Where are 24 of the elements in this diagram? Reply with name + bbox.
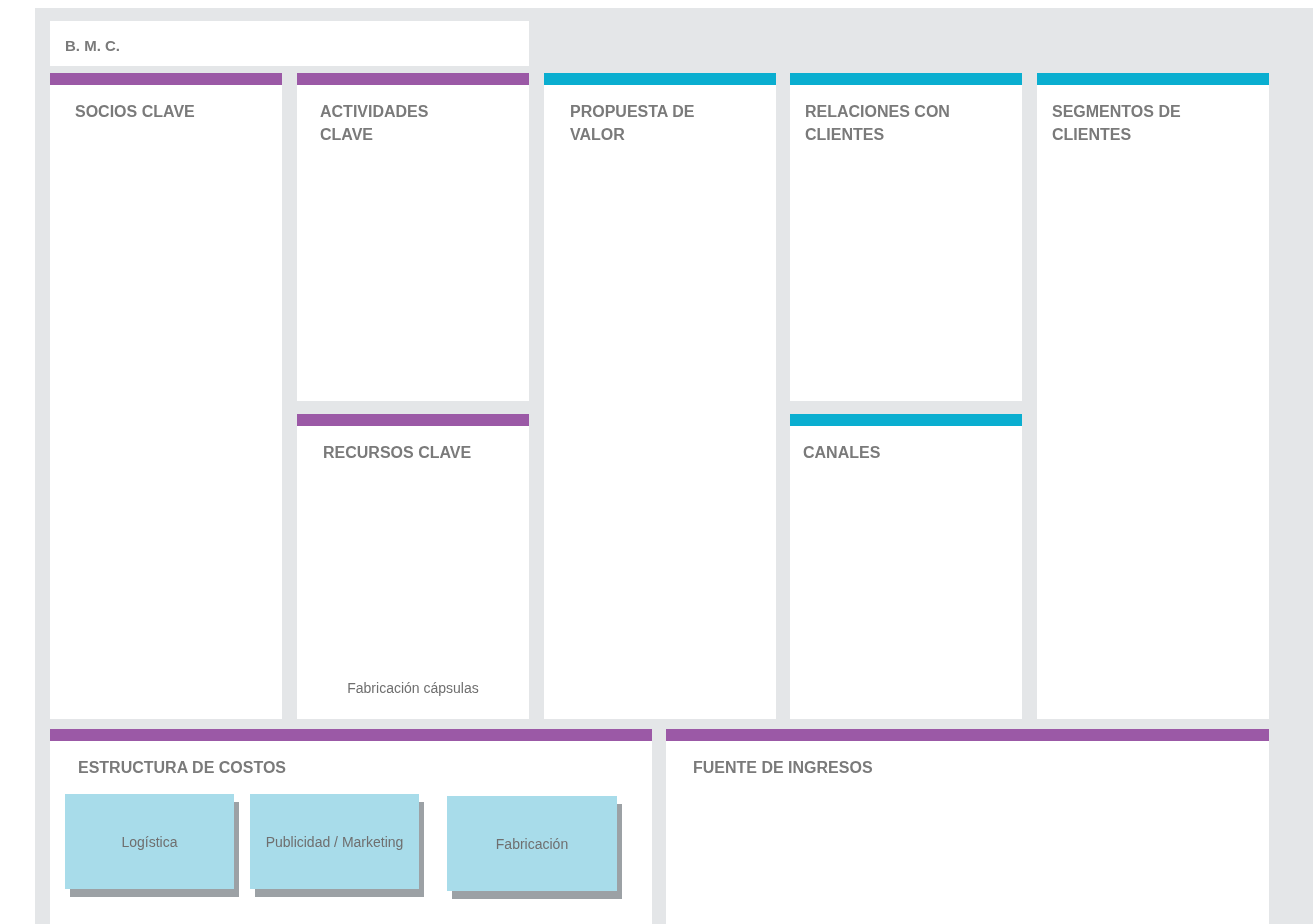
note-text: Logística bbox=[121, 832, 178, 851]
note-text: Fabricación bbox=[495, 834, 569, 853]
panel-heading: SEGMENTOS DE CLIENTES bbox=[1052, 102, 1182, 145]
note-text: Fabricación cápsulas bbox=[347, 680, 479, 697]
panel-heading: RELACIONES CON CLIENTES bbox=[805, 102, 951, 145]
panel-heading: ACTIVIDADES CLAVE bbox=[320, 102, 430, 145]
panel-heading: FUENTE DE INGRESOS bbox=[693, 758, 874, 778]
canvas-panel bbox=[790, 414, 1022, 719]
canvas-panel bbox=[666, 729, 1269, 924]
panel-heading: PROPUESTA DE VALOR bbox=[570, 102, 696, 145]
canvas-panel bbox=[297, 414, 529, 719]
panel-heading: ESTRUCTURA DE COSTOS bbox=[78, 758, 287, 778]
panel-heading: CANALES bbox=[803, 443, 882, 463]
canvas-panel bbox=[50, 73, 282, 719]
canvas-panel bbox=[544, 73, 776, 719]
canvas-panel bbox=[790, 73, 1022, 401]
panel-heading: SOCIOS CLAVE bbox=[75, 102, 196, 122]
title-box bbox=[50, 21, 529, 66]
canvas-panel bbox=[50, 729, 652, 924]
canvas-panel bbox=[1037, 73, 1269, 719]
note-text: Publicidad / Marketing bbox=[265, 832, 404, 851]
title: B. M. C. bbox=[65, 36, 120, 56]
panel-heading: RECURSOS CLAVE bbox=[323, 443, 473, 463]
canvas-panel bbox=[297, 73, 529, 401]
